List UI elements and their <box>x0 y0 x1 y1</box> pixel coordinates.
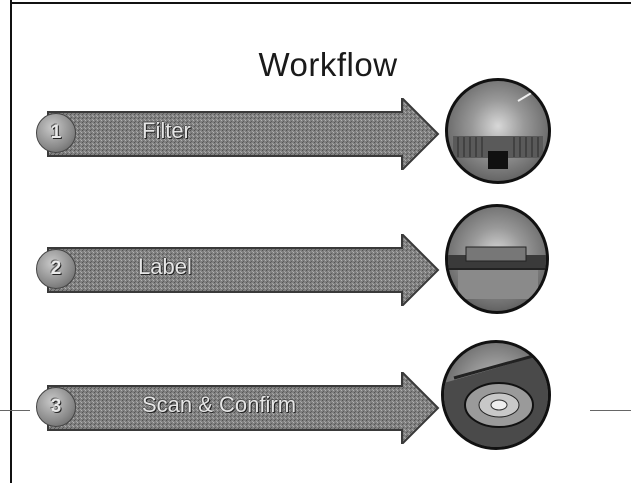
workflow-step-label: 2 Label <box>30 234 450 306</box>
step-number-badge: 3 <box>36 387 76 427</box>
step-label: Filter <box>142 118 191 143</box>
divider-line-right <box>590 410 631 411</box>
arrow-shape <box>47 234 440 306</box>
slide-title: Workflow <box>258 46 398 83</box>
step-label: Scan & Confirm <box>142 392 297 417</box>
workflow-step-scan-confirm: 3 Scan & Confirm <box>30 372 450 444</box>
workflow-step-filter: 1 Filter <box>30 98 450 170</box>
slide-top-border <box>10 2 631 4</box>
step-number-badge: 1 <box>36 113 76 153</box>
step-label: Label <box>138 254 192 279</box>
filter-photo-icon <box>445 78 551 184</box>
slide-left-border <box>10 0 12 483</box>
scanner-photo-icon <box>441 340 551 450</box>
divider-line-left <box>0 410 30 411</box>
label-photo-icon <box>445 204 549 314</box>
arrow-shape <box>47 372 440 444</box>
arrow-shape <box>47 98 440 170</box>
step-number-badge: 2 <box>36 249 76 289</box>
